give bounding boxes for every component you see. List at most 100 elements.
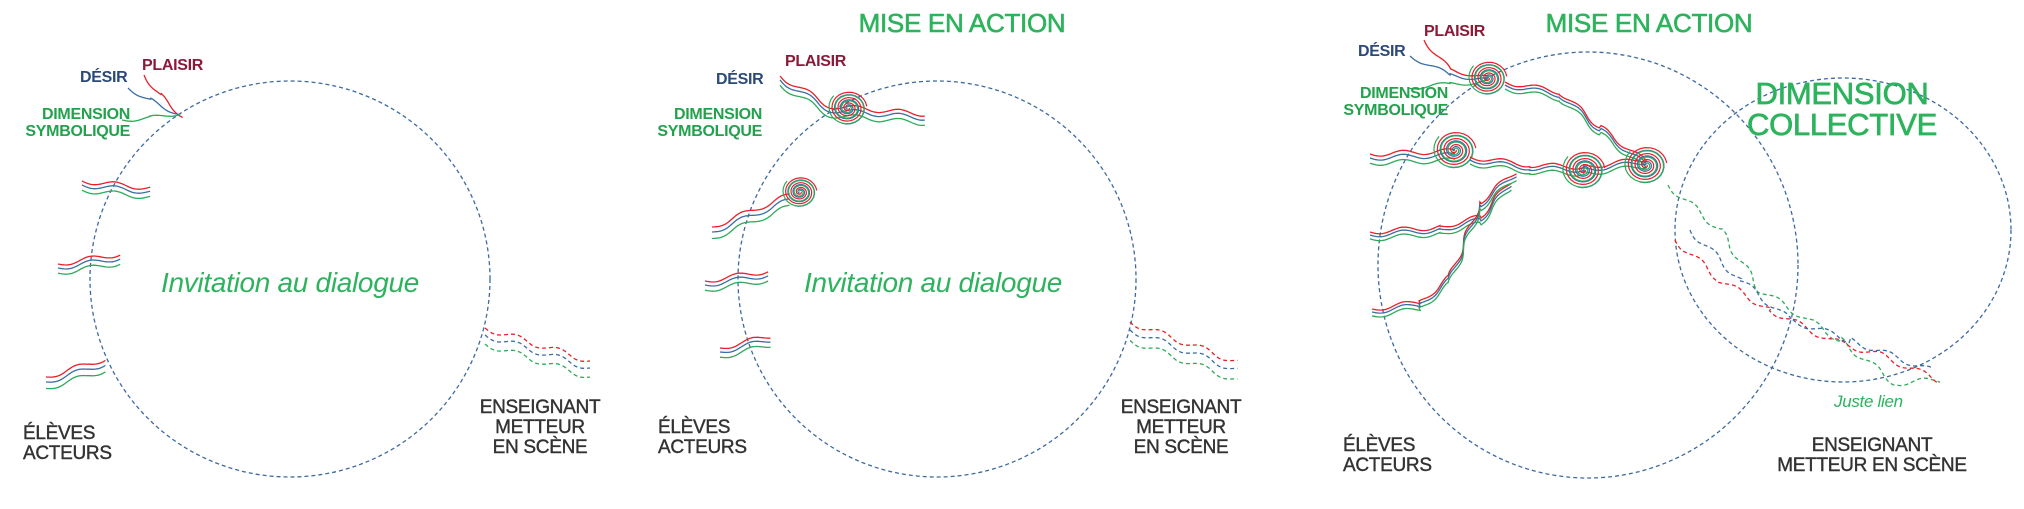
label-line: DIMENSION <box>1755 76 1929 111</box>
spiral-knot <box>1468 64 1505 95</box>
thread-desir <box>81 184 151 194</box>
thread-plaisir <box>704 271 769 283</box>
thread-desir <box>127 87 181 116</box>
label-line: COLLECTIVE <box>1747 107 1938 142</box>
thread-symbolique <box>719 345 771 359</box>
thread-symbolique <box>121 113 181 122</box>
thread-desir <box>1689 229 1932 368</box>
label-line: METTEUR <box>1136 416 1226 438</box>
thread-desir <box>1469 159 1647 173</box>
label-line: ÉLÈVES <box>658 417 731 438</box>
thread-desir <box>711 198 790 233</box>
thread-plaisir <box>143 74 183 119</box>
label-line: ÉLÈVES <box>1343 435 1416 456</box>
spiral-knot <box>784 177 818 205</box>
thread-desir <box>484 334 591 369</box>
label-line: ACTEURS <box>1343 454 1432 476</box>
thread-desir <box>1371 176 1517 314</box>
thread-plaisir <box>719 336 771 350</box>
dashed-circle <box>1674 77 2012 383</box>
thread-symbolique <box>704 280 769 292</box>
dashed-circle <box>1377 51 1799 479</box>
label-line: ENSEIGNANT <box>479 397 601 418</box>
thread-plaisir <box>1423 39 1489 77</box>
thread-desir <box>57 258 121 270</box>
label-plaisir: PLAISIR <box>142 57 204 74</box>
label-desir: DÉSIR <box>716 71 764 88</box>
thread-plaisir <box>1674 239 1938 384</box>
label-desir: DÉSIR <box>1358 43 1406 60</box>
thread-symbolique <box>57 263 121 275</box>
label-line: ACTEURS <box>23 442 112 464</box>
label-line: SYMBOLIQUE <box>657 122 762 140</box>
label-line: DIMENSION <box>674 106 762 123</box>
spiral-knot <box>1471 61 1508 92</box>
label-line: ACTEURS <box>658 436 747 458</box>
thread-symbolique <box>45 371 106 390</box>
thread-symbolique <box>1369 189 1512 242</box>
thread-symbolique <box>1469 163 1647 177</box>
thread-plaisir <box>1469 156 1647 170</box>
thread-plaisir <box>1371 173 1517 311</box>
label-line: METTEUR <box>495 416 585 438</box>
thread-desir <box>704 275 769 287</box>
thread-desir <box>1504 84 1648 165</box>
label-plaisir: PLAISIR <box>1424 23 1486 40</box>
thread-desir <box>45 364 106 383</box>
thread-plaisir <box>1504 81 1648 162</box>
thread-plaisir <box>45 359 106 378</box>
thread-desir <box>1129 329 1238 370</box>
thread-plaisir <box>1369 182 1512 235</box>
thread-plaisir <box>1129 321 1238 362</box>
thread-symbolique <box>81 189 151 200</box>
spiral-knot <box>1433 135 1474 169</box>
thread-symbolique <box>1129 339 1238 380</box>
thread-plaisir <box>81 180 151 190</box>
label-line: EN SCÈNE <box>492 436 588 458</box>
label-line: SYMBOLIQUE <box>1343 101 1448 119</box>
thread-desir <box>1369 185 1512 238</box>
spiral-knot <box>828 94 865 125</box>
thread-symbolique <box>484 343 591 379</box>
dashed-circle <box>737 80 1137 478</box>
label-line: ÉLÈVES <box>23 423 96 444</box>
thread-desir <box>719 340 771 354</box>
label-line: EN SCÈNE <box>1133 436 1229 458</box>
thread-plaisir <box>484 327 591 362</box>
label-line: METTEUR EN SCÈNE <box>1777 454 1967 476</box>
thread-symbolique <box>1504 88 1648 169</box>
label-line: SYMBOLIQUE <box>25 122 130 140</box>
panel-title: MISE EN ACTION <box>1545 8 1753 38</box>
label-line: DIMENSION <box>1360 85 1448 102</box>
label-line: DIMENSION <box>42 106 130 123</box>
spiral-knot <box>1562 155 1603 189</box>
thread-plaisir <box>711 193 790 228</box>
thread-plaisir <box>57 254 121 266</box>
thread-desir <box>1409 55 1489 81</box>
label-juste-lien: Juste lien <box>1834 392 1903 411</box>
label-invitation: Invitation au dialogue <box>803 267 1063 298</box>
label-line: ENSEIGNANT <box>1811 435 1933 456</box>
panel-title: MISE EN ACTION <box>858 8 1066 38</box>
spiral-knot <box>1436 131 1477 166</box>
label-plaisir: PLAISIR <box>785 53 847 70</box>
label-line: ENSEIGNANT <box>1120 397 1242 418</box>
label-invitation: Invitation au dialogue <box>160 267 420 298</box>
spiral-knot <box>782 179 815 207</box>
spiral-knot <box>831 91 868 122</box>
thread-symbolique <box>711 204 790 240</box>
spiral-knot <box>1627 146 1668 181</box>
thread-symbolique <box>1371 180 1517 318</box>
